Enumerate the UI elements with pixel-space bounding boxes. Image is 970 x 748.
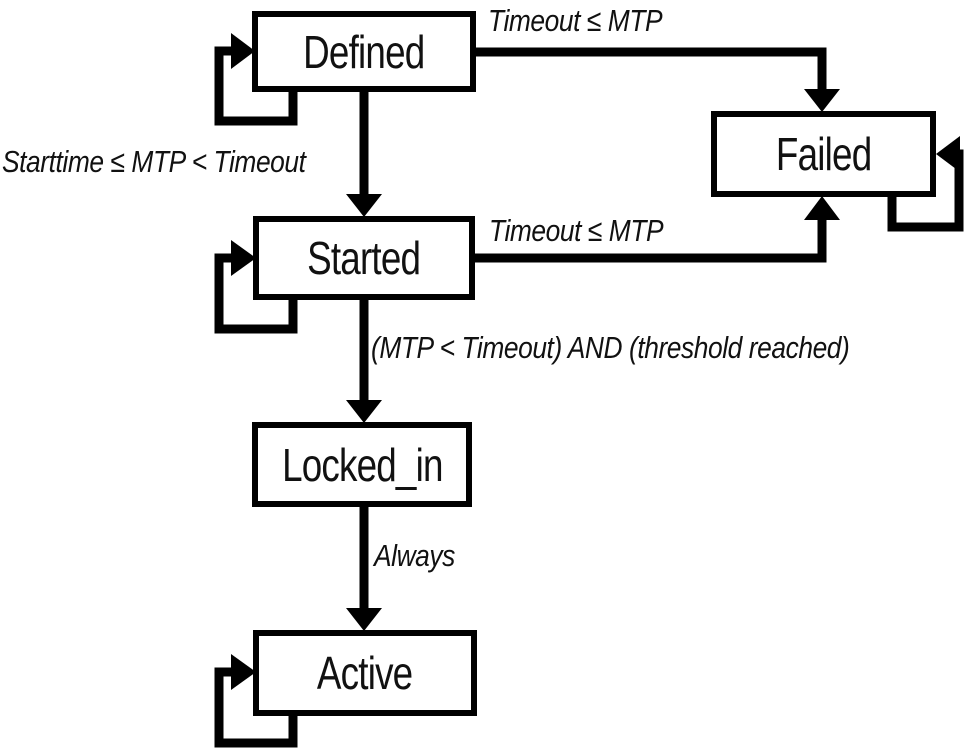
edge-label-lockedin-to-active: Always: [374, 538, 455, 573]
edge-label-defined-to-started: Starttime ≤ MTP < Timeout: [2, 144, 306, 179]
arrowhead-self-loop-defined: [231, 33, 255, 69]
arrowhead-defined-to-started: [346, 194, 382, 217]
edge-label-started-to-lockedin: (MTP < Timeout) AND (threshold reached): [371, 330, 850, 365]
edge-defined-to-failed-line: [476, 47, 827, 92]
state-failed-label: Failed: [775, 128, 872, 180]
state-locked-in-label: Locked_in: [281, 438, 443, 491]
state-active: Active: [253, 630, 477, 716]
state-started: Started: [253, 216, 475, 300]
self-loop-started-line: [214, 253, 298, 334]
arrowhead-defined-to-failed: [804, 89, 840, 112]
arrowhead-started-to-failed: [804, 196, 840, 220]
edge-label-defined-to-failed: Timeout ≤ MTP: [488, 3, 663, 38]
state-failed: Failed: [711, 111, 936, 197]
state-defined-label: Defined: [303, 25, 425, 78]
arrowhead-started-to-lockedin: [346, 400, 382, 423]
edge-started-to-failed-line: [474, 218, 827, 263]
arrowhead-lockedin-to-active: [346, 608, 382, 631]
self-loop-defined-line: [214, 46, 298, 126]
state-started-label: Started: [307, 232, 421, 284]
state-defined: Defined: [252, 11, 476, 92]
arrowhead-self-loop-active: [231, 654, 256, 690]
arrowhead-self-loop-failed: [936, 136, 960, 172]
state-locked-in: Locked_in: [252, 422, 472, 507]
self-loop-active-line: [214, 667, 298, 748]
arrowhead-self-loop-started: [231, 240, 256, 276]
edge-label-started-to-failed: Timeout ≤ MTP: [489, 213, 664, 248]
state-active-label: Active: [317, 647, 413, 699]
